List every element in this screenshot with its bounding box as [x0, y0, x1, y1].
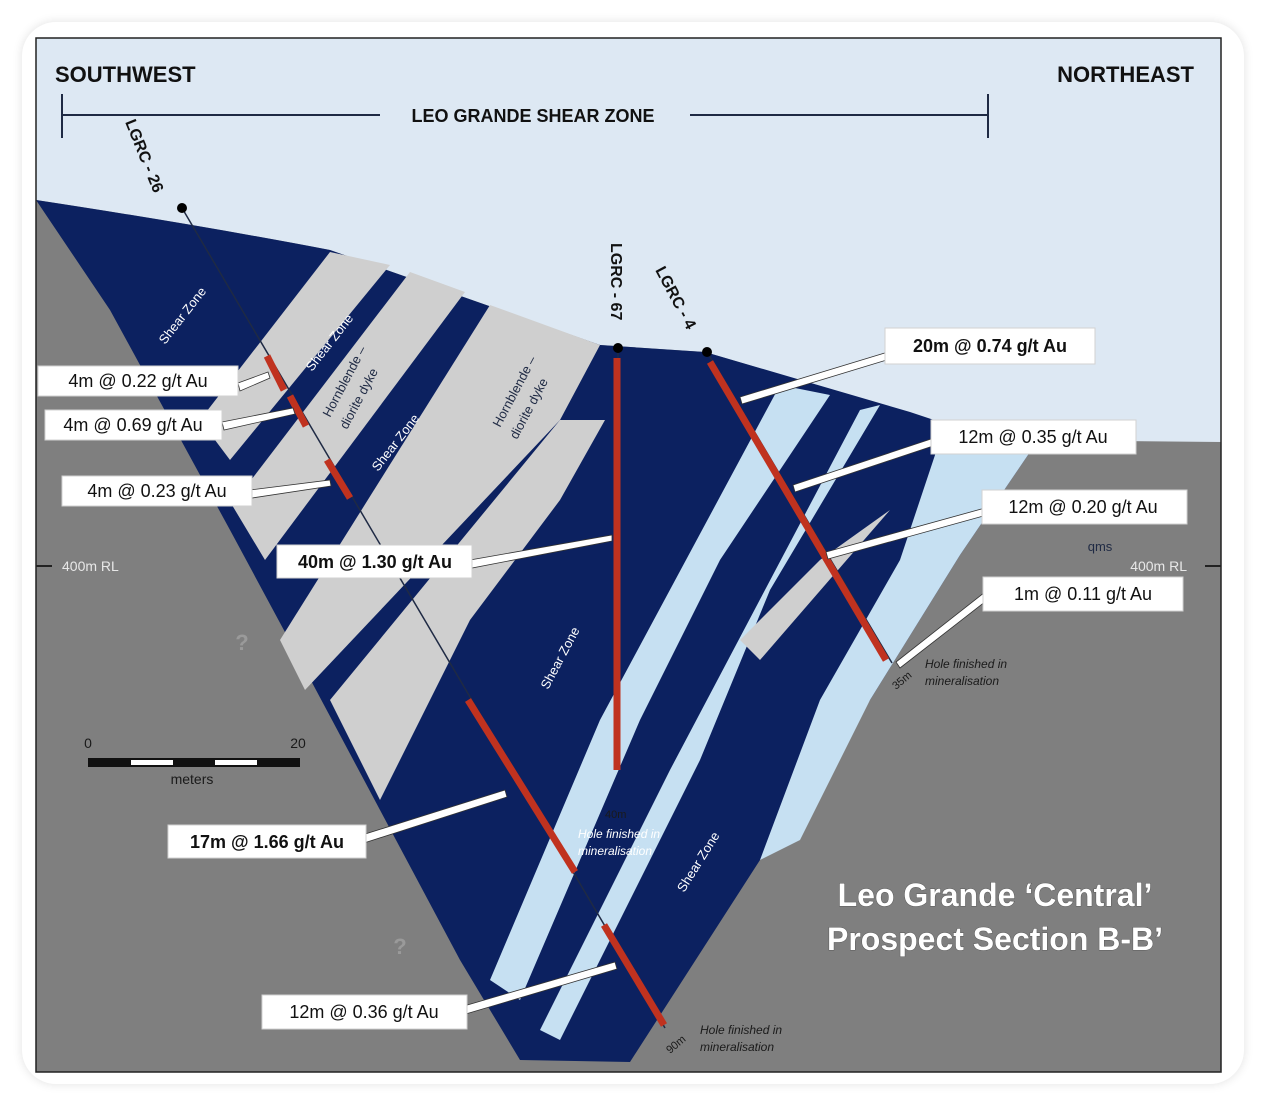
intercept-label: 12m @ 0.35 g/t Au	[958, 427, 1107, 447]
depth-label-lgrc67: 40m	[605, 809, 626, 821]
intercept-segment	[263, 354, 288, 392]
diagram-frame	[35, 37, 1222, 1073]
intercept-segment	[706, 360, 890, 662]
unknown-mark: ?	[235, 630, 248, 655]
unknown-mark: ?	[393, 934, 406, 959]
finish-note-line1: Hole finished in	[925, 657, 1007, 671]
leader-lines	[221, 351, 991, 1017]
section-title-line2: Prospect Section B-B’	[827, 921, 1163, 957]
scale-bar: 0 20 meters	[84, 735, 306, 787]
finish-note-line1: Hole finished in	[578, 827, 660, 841]
intercept-label-bold: 20m @ 0.74 g/t Au	[913, 336, 1067, 356]
leader	[237, 371, 271, 392]
intercept-label: 4m @ 0.22 g/t Au	[68, 371, 207, 391]
intercept-label: 12m @ 0.20 g/t Au	[1008, 497, 1157, 517]
collar-lgrc26	[177, 203, 187, 213]
intercept-label: 4m @ 0.23 g/t Au	[87, 481, 226, 501]
scale-start-label: 0	[84, 735, 92, 751]
intercept-label: 1m @ 0.11 g/t Au	[1014, 584, 1152, 604]
drill-hole-lgrc26	[181, 207, 666, 1029]
scale-bar-base	[88, 758, 300, 767]
intercept-segment	[465, 698, 578, 874]
finish-note-line2: mineralisation	[578, 844, 652, 858]
qms-label: qms	[1088, 539, 1113, 554]
intercept-box	[167, 824, 367, 859]
intercept-label-bold: 40m @ 1.30 g/t Au	[298, 552, 452, 572]
section-title-line1: Leo Grande ‘Central’	[838, 877, 1153, 913]
light-shear-band	[540, 405, 880, 1040]
light-shear-band	[760, 440, 1030, 860]
rl-label-left: 400m RL	[62, 558, 119, 574]
rl-label-right: 400m RL	[1130, 558, 1187, 574]
scale-end-label: 20	[290, 735, 306, 751]
intercept-box	[981, 489, 1188, 525]
intercept-box	[44, 409, 223, 441]
hole-label-lgrc67: LGRC - 67	[607, 243, 624, 320]
dyke-band	[280, 305, 600, 690]
leader	[221, 407, 296, 431]
intercept-label-bold: 17m @ 1.66 g/t Au	[190, 832, 344, 852]
intercept-box	[261, 994, 468, 1030]
collar-lgrc4	[702, 347, 712, 357]
intercept-segment	[324, 458, 353, 500]
intercept-segments	[263, 354, 890, 1027]
intercept-box	[276, 544, 473, 579]
intercept-label: 12m @ 0.36 g/t Au	[289, 1002, 438, 1022]
scale-unit-label: meters	[171, 771, 214, 787]
intercept-box	[37, 365, 239, 397]
northeast-label: NORTHEAST	[1057, 62, 1194, 87]
light-shear-band	[490, 385, 830, 1000]
southwest-label: SOUTHWEST	[55, 62, 196, 87]
finish-note-line2: mineralisation	[700, 1040, 774, 1054]
intercept-box	[982, 576, 1184, 612]
intercept-box	[61, 475, 253, 507]
intercept-label: 4m @ 0.69 g/t Au	[63, 415, 202, 435]
collar-lgrc67	[613, 343, 623, 353]
scale-bar-segment	[131, 760, 173, 765]
finish-note-line2: mineralisation	[925, 674, 999, 688]
finish-note-line1: Hole finished in	[700, 1023, 782, 1037]
dyke-band	[330, 420, 605, 800]
scale-bar-segment	[215, 760, 257, 765]
intercept-segment	[286, 394, 310, 428]
intercept-box	[930, 419, 1137, 455]
intercept-segment	[600, 923, 668, 1027]
dyke-band	[200, 252, 390, 460]
shear-zone-title: LEO GRANDE SHEAR ZONE	[411, 106, 654, 126]
intercept-box	[884, 327, 1096, 365]
